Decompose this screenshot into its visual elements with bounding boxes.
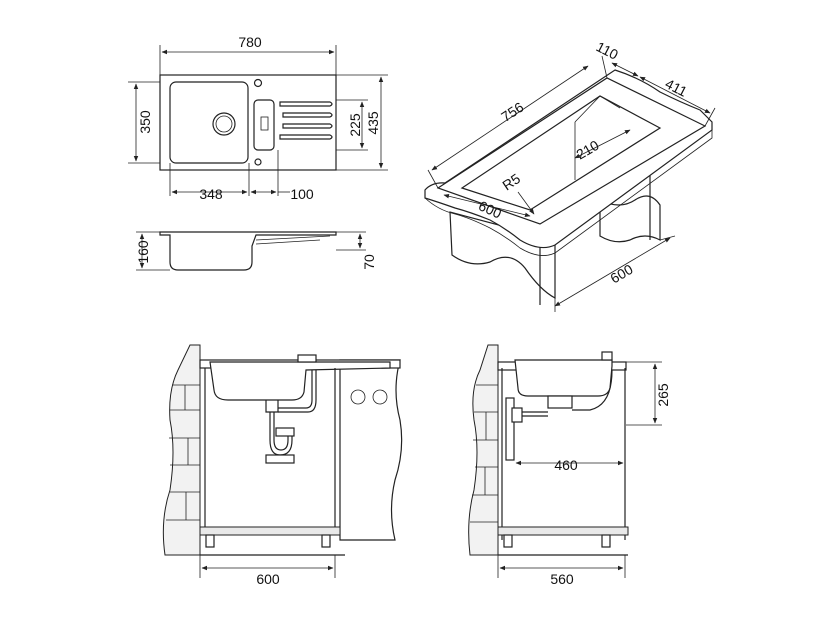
sink-side: [514, 359, 613, 397]
brick-wall-right: [468, 344, 499, 556]
dim-drainer-70: 70: [361, 254, 377, 270]
brick-rows: [166, 384, 200, 521]
dim-height-225: 225: [347, 113, 363, 137]
drainer-slope: [255, 235, 331, 241]
side-strainer: [547, 395, 573, 409]
overflow-hole: [254, 158, 262, 166]
dim-height-435: 435: [365, 111, 381, 135]
dim-width-780: 780: [238, 34, 262, 50]
drainer-groove-2: [282, 112, 333, 118]
dim-length-756: 756: [498, 99, 526, 125]
dim-bowl-348: 348: [199, 186, 223, 202]
drainer-groove-1: [279, 101, 333, 107]
secondary-drain: [260, 116, 269, 131]
trap-vertical: [505, 397, 515, 461]
side-section: 265 460 560: [468, 344, 671, 587]
sink-outline: [159, 74, 337, 171]
dim-drain-460: 460: [554, 457, 578, 473]
dim-back-110: 110: [594, 38, 621, 62]
dim-cabinet-600: 600: [607, 261, 635, 287]
dim-depth-160: 160: [135, 240, 151, 264]
tap-base: [297, 354, 317, 363]
brick-wall-left: [162, 344, 201, 556]
overflow-pipe: [278, 370, 313, 409]
isometric-view: 110 411 756 210 R5 600 600: [424, 38, 716, 312]
tap-hole: [253, 78, 263, 88]
right-wall: [339, 359, 403, 541]
dim-cabinet-depth-560: 560: [550, 571, 574, 587]
overflow-hose: [572, 369, 613, 411]
drain-outer: [212, 112, 236, 136]
main-bowl: [169, 81, 249, 164]
dim-gap-100: 100: [290, 186, 314, 202]
dim-height-350: 350: [137, 110, 153, 134]
secondary-bowl: [253, 99, 275, 151]
dim-height-265: 265: [655, 383, 671, 407]
sink-front: [209, 361, 391, 401]
drainer-groove-4: [279, 134, 333, 140]
dim-cabinet-width-600: 600: [256, 571, 280, 587]
strainer: [265, 400, 279, 413]
drain-inner: [215, 115, 233, 133]
side-profile: 160 70: [135, 231, 377, 271]
profile-outline: [159, 231, 337, 271]
drainer-groove-3: [282, 123, 333, 129]
front-section: 600: [162, 344, 403, 587]
cabinet-base: [199, 526, 341, 536]
top-view: 780 350 225 435 348 100: [128, 34, 388, 202]
